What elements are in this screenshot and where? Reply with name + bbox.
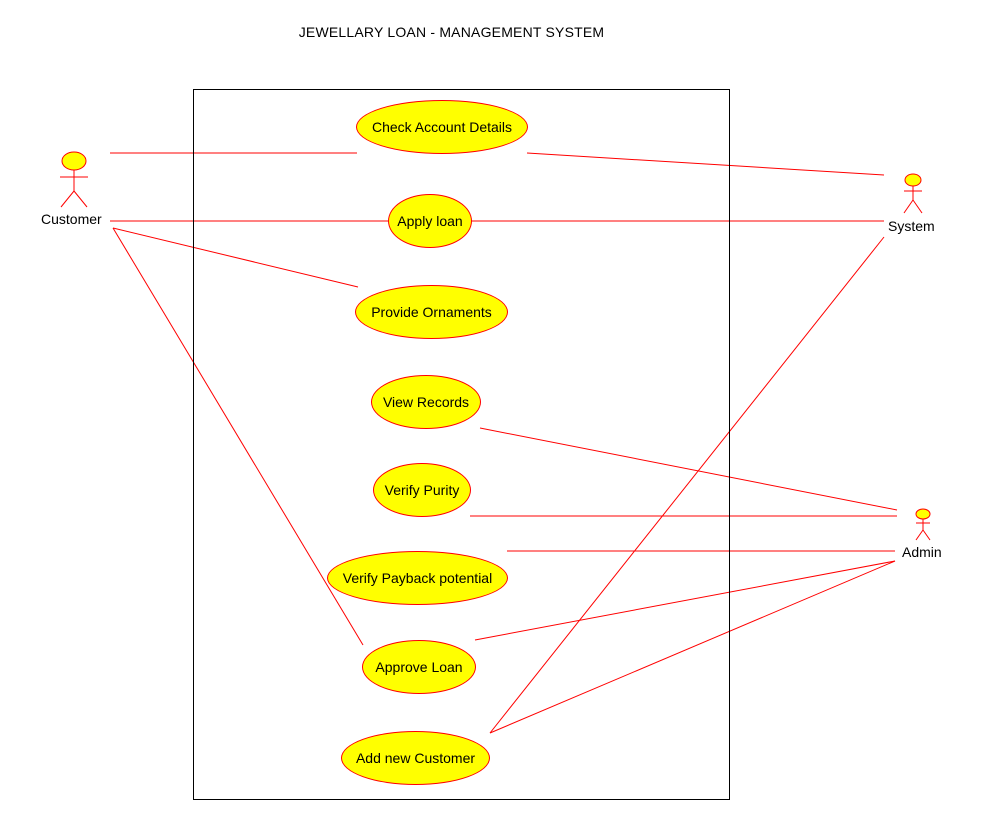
customer-actor-label: Customer (41, 211, 102, 227)
association-customer-provide-ornaments (112, 227, 359, 288)
association-lines (110, 152, 898, 734)
customer-actor-head (61, 151, 87, 171)
association-admin-view-records (479, 427, 898, 511)
use-case-verify-purity: Verify Purity (373, 463, 471, 517)
system-actor-head (904, 173, 922, 187)
admin-actor-head (915, 508, 931, 520)
use-case-verify-payback-potential: Verify Payback potential (327, 551, 508, 605)
system-actor-figure (903, 173, 923, 214)
diagram-title: JEWELLARY LOAN - MANAGEMENT SYSTEM (298, 24, 605, 40)
use-case-provide-ornaments: Provide Ornaments (355, 285, 508, 339)
customer-actor-figure (60, 151, 88, 208)
use-case-check-account-details: Check Account Details (356, 100, 528, 154)
admin-actor-figure (915, 508, 931, 541)
use-case-approve-loan: Approve Loan (362, 640, 476, 694)
use-case-add-new-customer: Add new Customer (341, 731, 490, 785)
admin-actor-label: Admin (902, 544, 942, 560)
association-admin-add-customer (489, 560, 896, 734)
association-system-add-customer (489, 236, 885, 734)
system-actor-label: System (888, 218, 935, 234)
use-case-view-records: View Records (371, 375, 481, 429)
association-system-check-account (526, 152, 885, 176)
association-customer-approve-loan (112, 227, 364, 646)
system-boundary (193, 89, 730, 800)
use-case-apply-loan: Apply loan (388, 194, 472, 248)
association-admin-approve-loan (474, 560, 896, 641)
